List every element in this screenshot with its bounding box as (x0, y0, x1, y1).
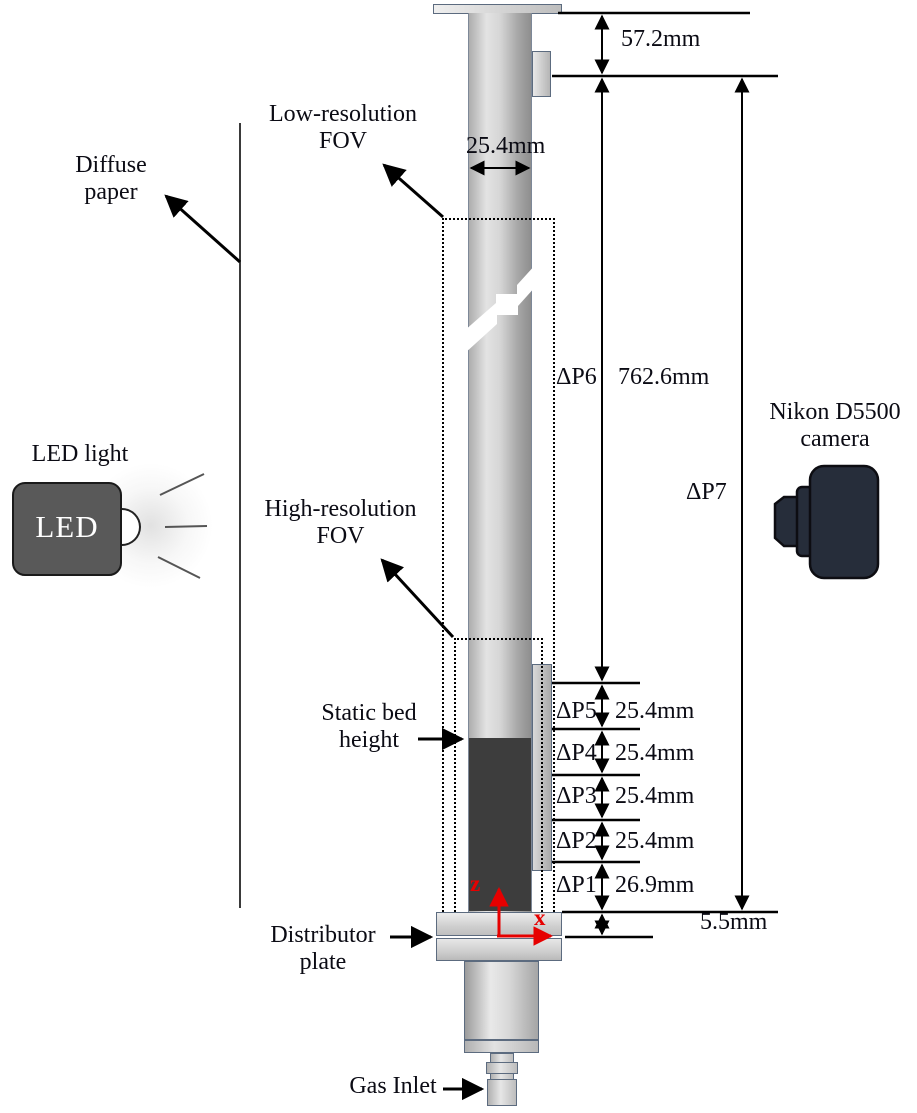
z-axis-label: z (470, 871, 481, 896)
diffuse-paper-arrow (164, 194, 241, 264)
led-body (12, 482, 122, 576)
dim-dp1-value: 26.9mm (615, 872, 695, 898)
diffuse-paper-label: Diffuse paper (75, 152, 147, 205)
low-res-fov-arrow (382, 163, 444, 219)
low-resolution-fov-box (442, 218, 555, 912)
dim-dp4-label: ΔP4 (556, 740, 597, 766)
camera-lens (773, 495, 801, 548)
distributor-plate-bottom (436, 938, 562, 961)
windbox (464, 961, 539, 1040)
high-res-fov-label: High-resolution FOV (264, 496, 417, 549)
dim-dp7-label: ΔP7 (686, 479, 727, 505)
dim-width-label: 25.4mm (466, 133, 546, 159)
dim-57mm-label: 57.2mm (621, 26, 701, 52)
led-device-label: LED (35, 509, 99, 544)
top-side-fitting (532, 51, 551, 97)
dim-dp3-value: 25.4mm (615, 783, 695, 809)
high-resolution-fov-box (454, 638, 543, 912)
dim-dp3-label: ΔP3 (556, 783, 597, 809)
led-ray-middle (164, 525, 208, 528)
led-ray-top (159, 473, 205, 496)
windbox-band (464, 1040, 539, 1053)
low-res-fov-label: Low-resolution FOV (269, 101, 417, 154)
camera-label: Nikon D5500 camera (769, 399, 901, 452)
high-res-fov-arrow (380, 558, 455, 639)
dim-dp5-label: ΔP5 (556, 698, 597, 724)
camera-body (808, 464, 880, 580)
led-light-label: LED light (31, 441, 129, 467)
distributor-plate-label: Distributor plate (270, 922, 376, 975)
static-bed (469, 738, 531, 911)
x-axis-label: x (534, 905, 546, 930)
dim-dp2-label: ΔP2 (556, 828, 597, 854)
dim-dp4-value: 25.4mm (615, 740, 695, 766)
led-ray-bottom (157, 556, 201, 579)
pipe-break-icon (464, 264, 536, 354)
gas-inlet-connector (487, 1079, 517, 1106)
dim-plate-label: 5.5mm (700, 909, 768, 935)
dim-dp2-value: 25.4mm (615, 828, 695, 854)
dim-height-label: 762.6mm (618, 364, 710, 390)
dim-dp6-label: ΔP6 (556, 364, 597, 390)
gas-inlet-label: Gas Inlet (349, 1073, 437, 1099)
static-bed-height-label: Static bed height (321, 700, 417, 753)
dim-dp5-value: 25.4mm (615, 698, 695, 724)
dim-dp1-label: ΔP1 (556, 872, 597, 898)
camera-icon (773, 464, 880, 580)
